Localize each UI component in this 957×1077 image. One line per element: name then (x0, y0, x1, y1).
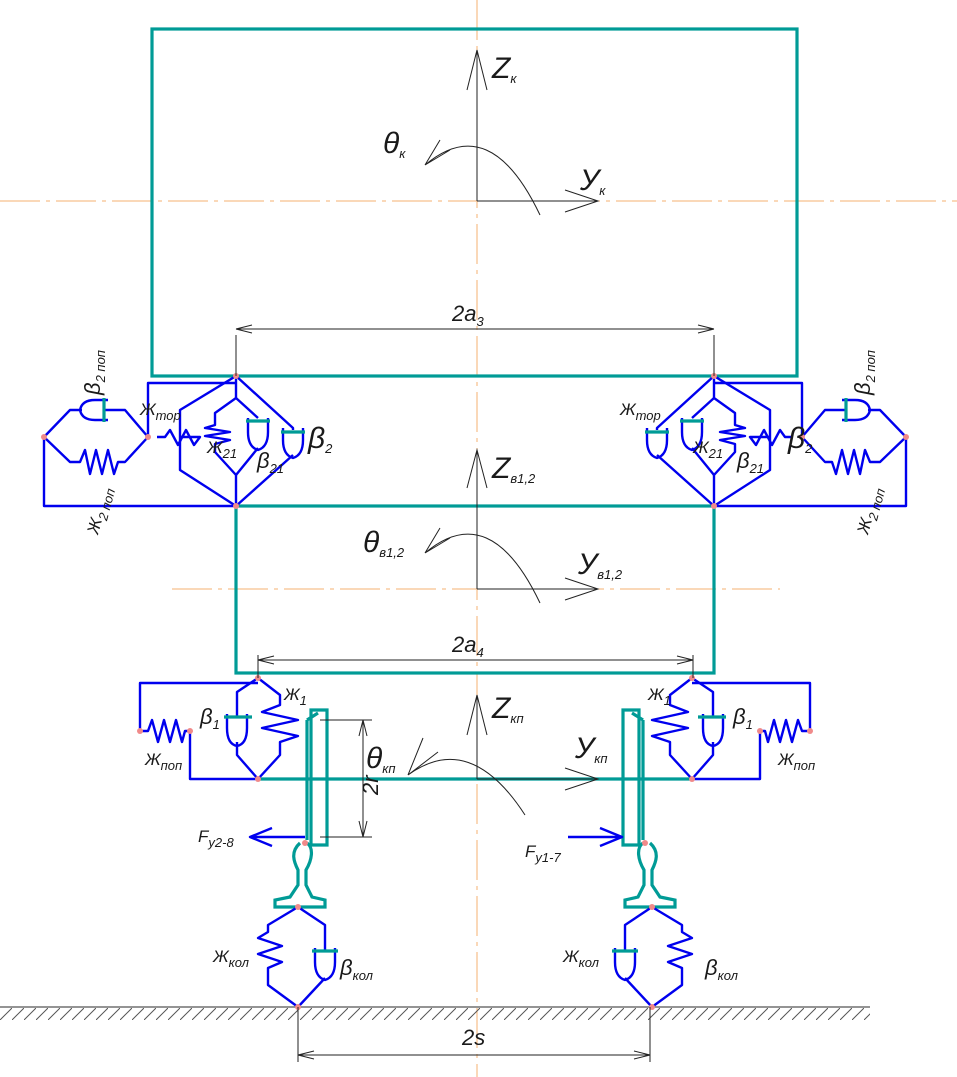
damper-kol-branch (297, 906, 327, 1008)
label-zh-tor: Жтор (619, 400, 661, 423)
damper-beta-2 (281, 428, 305, 460)
label-y-wheelset: Укп (574, 732, 607, 766)
bolster (234, 504, 716, 675)
label-zh-kol: Жкол (562, 947, 600, 970)
label-zh-tor: Жтор (139, 400, 181, 423)
label-zh-kol: Жкол (212, 947, 250, 970)
label-dim-2a3: 2a3 (451, 301, 484, 329)
wheel (305, 708, 329, 847)
label-beta-21: β21 (256, 448, 284, 476)
spring-zh-21 (203, 376, 238, 506)
label-beta-1: β1 (732, 704, 753, 732)
label-beta-kol: βкол (339, 955, 374, 983)
bolster-axes (424, 448, 600, 604)
link-top (146, 381, 236, 437)
ground-hatching (0, 1008, 870, 1020)
rail (273, 841, 327, 909)
left-suspension (41, 373, 338, 1010)
body-axes (424, 49, 600, 216)
secondary-outer-right-branch (235, 375, 295, 507)
label-beta-2: β2 (307, 422, 333, 456)
label-z-body: Zк (491, 52, 517, 86)
label-zh-pop: Жпоп (777, 750, 815, 773)
label-zh-2pop: Ж2 поп (83, 485, 118, 538)
label-beta-1: β1 (199, 704, 220, 732)
force-arrow-right (568, 826, 624, 848)
beta-2pop-branch (43, 408, 149, 438)
link-bottom (42, 437, 236, 508)
secondary-inner-branch (235, 397, 259, 476)
label-beta-2: β2 (787, 422, 813, 456)
label-y-bolster: Ув1,2 (577, 548, 623, 582)
label-theta-bolster: θв1,2 (363, 526, 405, 560)
label-theta-body: θк (383, 127, 406, 161)
label-zh-1: Ж1 (647, 685, 671, 708)
dimension-lines (235, 324, 715, 1062)
label-y-body: Ук (579, 164, 606, 198)
car-body (150, 27, 799, 378)
force-arrow-left (248, 826, 305, 848)
label-zh-2pop: Ж2 поп (853, 485, 888, 538)
label-z-bolster: Zв1,2 (491, 452, 536, 486)
damper-beta-1 (225, 714, 249, 748)
spring-zh-tor (157, 428, 202, 447)
wheelset-axes (407, 694, 600, 816)
label-zh-21: Ж21 (206, 438, 237, 461)
label-beta-kol: βкол (704, 955, 739, 983)
label-zh-pop: Жпоп (144, 750, 182, 773)
label-beta-2pop: β2 поп (80, 350, 108, 396)
label-dim-2a4: 2a4 (451, 632, 484, 660)
spring-zh-2pop (43, 436, 149, 476)
label-dim-2s: 2s (461, 1025, 485, 1050)
label-dim-2r: 2r (358, 774, 383, 796)
label-zh-21: Ж21 (692, 438, 723, 461)
damper-beta-21 (246, 418, 270, 452)
label-beta-21: β21 (736, 448, 764, 476)
spring-zh-kol (256, 905, 299, 1008)
spring-zh-1 (257, 677, 300, 780)
label-theta-wheelset: θкп (366, 742, 396, 776)
damper-beta-2pop (78, 398, 108, 422)
label-f-right: Fу1-7 (525, 842, 561, 865)
label-z-wheelset: Zкп (491, 692, 524, 726)
damper-beta-kol (313, 948, 337, 982)
label-beta-2pop: β2 поп (850, 350, 878, 396)
label-f-left: Fу2-8 (198, 827, 234, 850)
label-zh-1: Ж1 (283, 685, 307, 708)
